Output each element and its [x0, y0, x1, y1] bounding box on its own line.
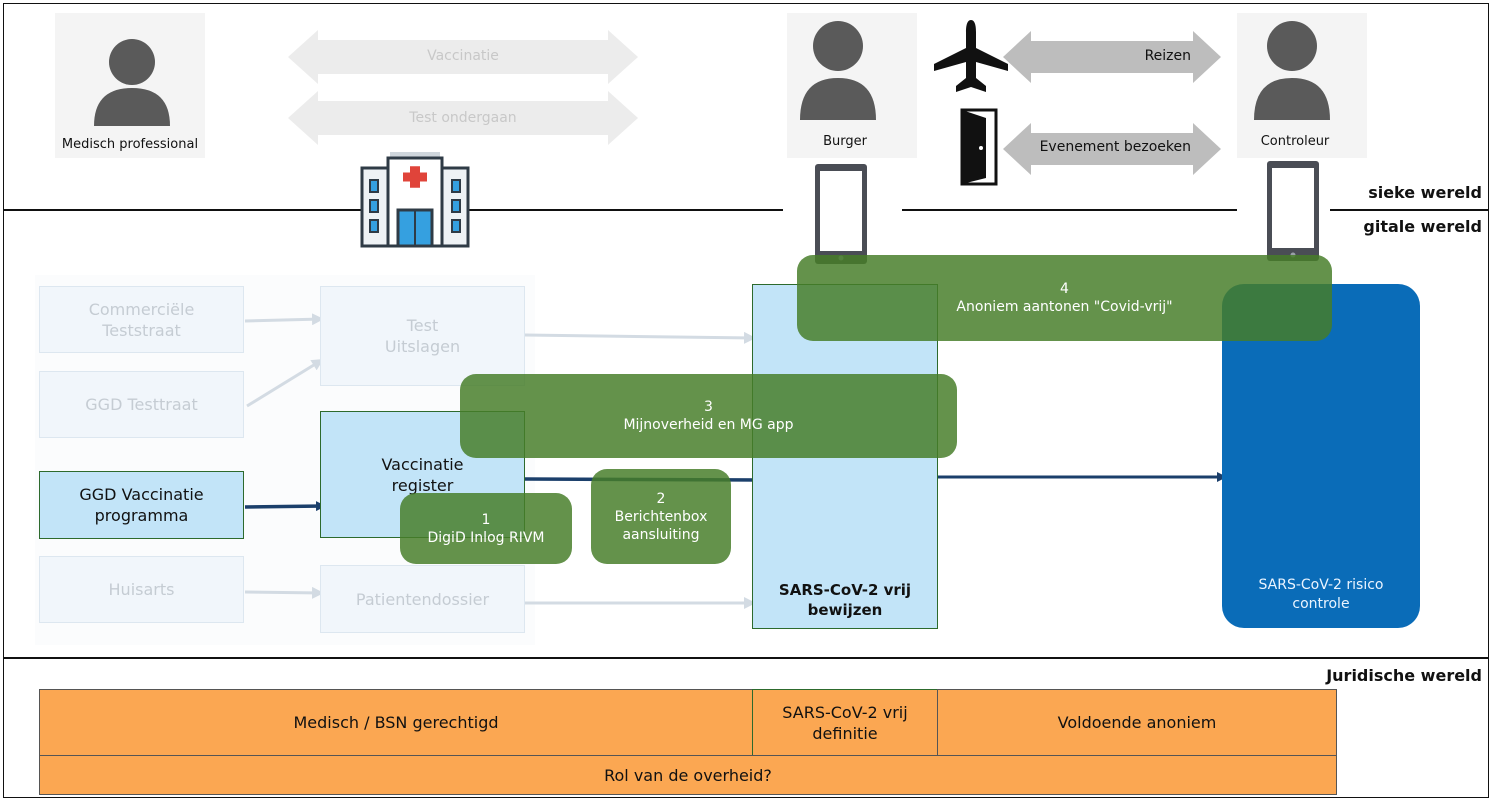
citizen-person-icon [800, 21, 876, 120]
sufficiently-anonymous-box: Voldoende anoniem [937, 689, 1337, 756]
mijnoverheid-app-overlay: 3 Mijnoverheid en MG app [460, 374, 957, 458]
risk-check-box: SARS-CoV-2 risico controle [1222, 284, 1420, 628]
hospital-icon [360, 152, 470, 248]
travel-arrow-shape [1003, 31, 1221, 83]
ggd-vaccination-box: GGD Vaccinatie programma [39, 471, 244, 539]
diagram-frame [3, 3, 1489, 798]
patient-file-box: Patientendossier [320, 565, 525, 633]
test-arrow-shape [288, 91, 638, 145]
door-icon [960, 108, 998, 186]
medical-professional-card [55, 13, 205, 158]
arrow-ggd-test-to-tests [246, 358, 324, 408]
physical-world-label: sieke wereld [1368, 183, 1482, 202]
test-arrow-label: Test ondergaan [409, 110, 517, 126]
berichtenbox-overlay: 2 Berichtenbox aansluiting [591, 469, 731, 564]
medical-professional-label: Medisch professional [61, 137, 199, 152]
faded-arrows [288, 30, 638, 145]
anonymous-proof-overlay: 4 Anoniem aantonen "Covid-vrij" [797, 255, 1332, 341]
physical-digital-divider-mid [902, 209, 1237, 211]
controller-phone-icon [1267, 161, 1319, 261]
arrow-gp-to-patient [244, 586, 324, 599]
controller-label: Controleur [1260, 134, 1330, 149]
vaccination-arrow-shape [288, 30, 638, 84]
medical-bsn-box: Medisch / BSN gerechtigd [39, 689, 753, 756]
commercial-teststraat-box: Commerciële Teststraat [39, 286, 244, 353]
digital-world-label: gitale wereld [1363, 217, 1482, 236]
vaccination-arrow-label: Vaccinatie [427, 48, 499, 64]
travel-event-arrows [1003, 31, 1221, 175]
physical-digital-divider-right [1330, 209, 1489, 211]
medical-professional-person-icon [94, 39, 170, 126]
arrow-ggd-vacc-to-register [244, 501, 326, 512]
digital-legal-divider [3, 657, 1489, 659]
gp-box: Huisarts [39, 556, 244, 623]
event-arrow-shape [1003, 123, 1221, 175]
travel-arrow-label: Reizen [1144, 48, 1191, 64]
citizen-label: Burger [823, 134, 867, 149]
arrow-tests-to-proof [524, 331, 756, 344]
ggd-testtraat-box: GGD Testtraat [39, 371, 244, 438]
test-results-box: Test Uitslagen [320, 286, 525, 386]
event-arrow-label: Evenement bezoeken [1039, 139, 1191, 155]
digid-login-overlay: 1 DigiD Inlog RIVM [400, 493, 572, 564]
government-role-box: Rol van de overheid? [39, 755, 1337, 795]
airplane-icon [934, 20, 1008, 92]
citizen-phone-icon [815, 164, 867, 264]
arrow-commercial-to-tests [244, 313, 324, 326]
controller-person-icon [1254, 21, 1330, 120]
covid-free-definition-box: SARS-CoV-2 vrij definitie [752, 689, 938, 756]
legal-world-label: Juridische wereld [1326, 666, 1482, 685]
